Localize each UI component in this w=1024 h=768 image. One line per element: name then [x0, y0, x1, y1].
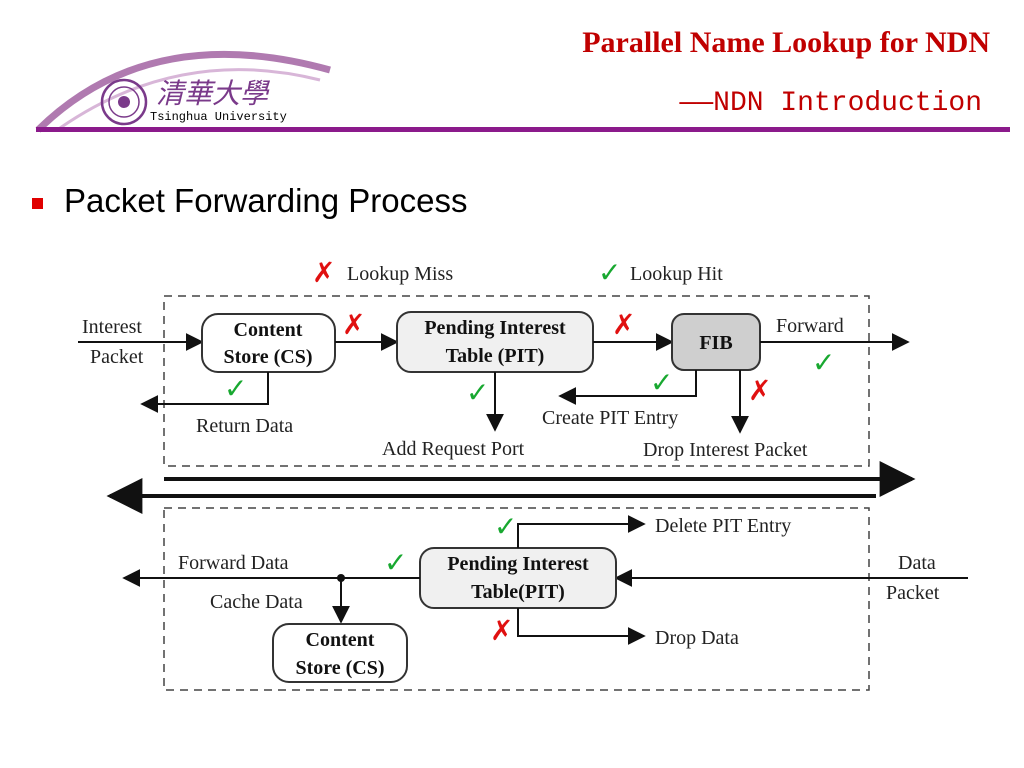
slide-subtitle: ——NDN Introduction [679, 88, 982, 119]
cs-node-bottom [272, 623, 408, 683]
return-data-label: Return Data [196, 415, 293, 437]
pit-top-label-2: Table (PIT) [446, 345, 545, 367]
fib-hit-icon: ✓ [650, 366, 673, 399]
slide-header: 清華大學 Tsinghua University Parallel Name L… [0, 0, 1024, 140]
university-logo-en: Tsinghua University [150, 110, 287, 124]
drop-data-label: Drop Data [655, 627, 739, 649]
forward-hit-icon: ✓ [812, 346, 835, 379]
forward-data-label: Forward Data [178, 552, 289, 574]
cache-data-label: Cache Data [210, 591, 303, 613]
data-input-label-2: Packet [886, 582, 940, 604]
create-pit-arrow [558, 370, 697, 405]
return-data-arrow [140, 372, 269, 413]
bullet-marker [32, 198, 43, 209]
cs-miss-icon: ✗ [342, 308, 365, 341]
legend-miss-icon: ✗ [312, 256, 335, 289]
cs-label-2: Store (CS) [223, 346, 312, 368]
drop-data-arrow [517, 608, 646, 645]
header-divider [36, 127, 1010, 132]
cs-bottom-label-1: Content [306, 629, 375, 651]
data-pit-miss-icon: ✗ [490, 614, 513, 647]
forward-label: Forward [776, 315, 844, 337]
delete-pit-arrow [517, 515, 646, 548]
pit-top-label-1: Pending Interest [424, 317, 566, 339]
delete-pit-label: Delete PIT Entry [655, 515, 791, 537]
add-request-port-label: Add Request Port [382, 438, 525, 460]
data-pit-hit-icon-top: ✓ [494, 510, 517, 543]
cs-bottom-label-2: Store (CS) [295, 657, 384, 679]
drop-interest-label: Drop Interest Packet [643, 439, 808, 461]
legend-hit-label: Lookup Hit [630, 263, 723, 285]
data-region [163, 507, 870, 691]
pit-bottom-label-2: Table(PIT) [471, 581, 565, 603]
university-seal-icon [100, 78, 148, 126]
create-pit-label: Create PIT Entry [542, 407, 678, 429]
pit-hit-icon: ✓ [466, 376, 489, 409]
legend-miss-label: Lookup Miss [347, 263, 453, 285]
slide-title: Parallel Name Lookup for NDN [582, 26, 990, 59]
fib-miss-icon: ✗ [748, 374, 771, 407]
header-swoosh: 清華大學 [35, 50, 1010, 133]
pit-bottom-label-1: Pending Interest [447, 553, 589, 575]
data-pit-hit-icon-left: ✓ [384, 546, 407, 579]
interest-input-label-2: Packet [90, 346, 144, 368]
bullet-text: Packet Forwarding Process [64, 182, 468, 219]
legend-hit-icon: ✓ [598, 256, 621, 289]
cs-hit-icon: ✓ [224, 372, 247, 405]
university-logo-cn: 清華大學 [156, 77, 271, 110]
cs-label-1: Content [234, 319, 303, 341]
interest-input-label-1: Interest [82, 316, 142, 338]
data-input-label-1: Data [898, 552, 936, 574]
interest-region [163, 295, 870, 467]
fib-label: FIB [699, 332, 732, 354]
pit-miss-icon: ✗ [612, 308, 635, 341]
